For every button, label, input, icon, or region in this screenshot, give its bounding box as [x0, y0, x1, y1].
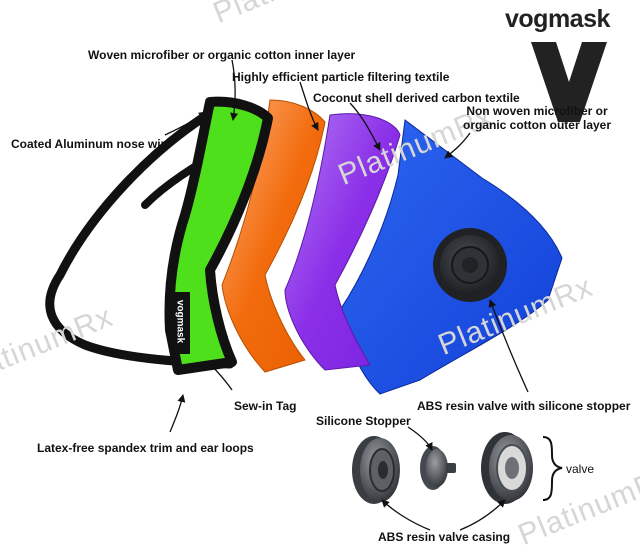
sew-in-tag-text: vogmask — [174, 299, 186, 344]
arrow-filter-textile — [299, 81, 319, 131]
arrow-inner-layer — [230, 59, 238, 121]
valve-casing-front — [481, 432, 533, 504]
sew-in-tag — [170, 292, 190, 354]
vogmask-v-logo — [531, 42, 607, 122]
label-nose-wire: Coated Aluminum nose wire — [11, 137, 172, 151]
label-sew-in-tag: Sew-in Tag — [234, 399, 297, 413]
label-valve-casing: ABS resin valve casing — [378, 530, 511, 544]
label-valve: valve — [566, 462, 595, 476]
filter-layer-panel — [221, 99, 326, 373]
arrow-carbon-textile — [349, 102, 381, 151]
arrow-abs-valve — [488, 299, 529, 393]
brand-wordmark: vogmask — [505, 5, 610, 33]
arrow-spandex-trim — [169, 394, 186, 433]
carbon-layer-panel — [284, 113, 401, 371]
label-carbon-textile: Coconut shell derived carbon textile — [313, 91, 520, 105]
valve-on-mask — [433, 228, 507, 302]
label-silicone-stopper: Silicone Stopper — [316, 414, 411, 428]
arrow-casing-right — [459, 499, 506, 531]
label-abs-valve: ABS resin valve with silicone stopper — [417, 399, 631, 413]
label-filter-textile: Highly efficient particle filtering text… — [232, 70, 450, 84]
silicone-stopper-part — [420, 446, 456, 490]
arrow-outer-layer — [444, 132, 471, 159]
label-inner-layer: Woven microfiber or organic cotton inner… — [88, 48, 356, 62]
valve-casing-back — [352, 436, 400, 504]
arrow-nose-wire — [164, 111, 207, 136]
label-outer-layer: Non woven microfiber or organic cotton o… — [462, 104, 612, 132]
arrow-silicone-stopper — [407, 426, 433, 451]
label-spandex-trim: Latex-free spandex trim and ear loops — [37, 441, 254, 455]
valve-brace — [542, 436, 563, 501]
arrow-sew-in-tag — [207, 361, 233, 391]
inner-layer-panel — [164, 96, 273, 375]
arrow-casing-left — [381, 499, 431, 531]
